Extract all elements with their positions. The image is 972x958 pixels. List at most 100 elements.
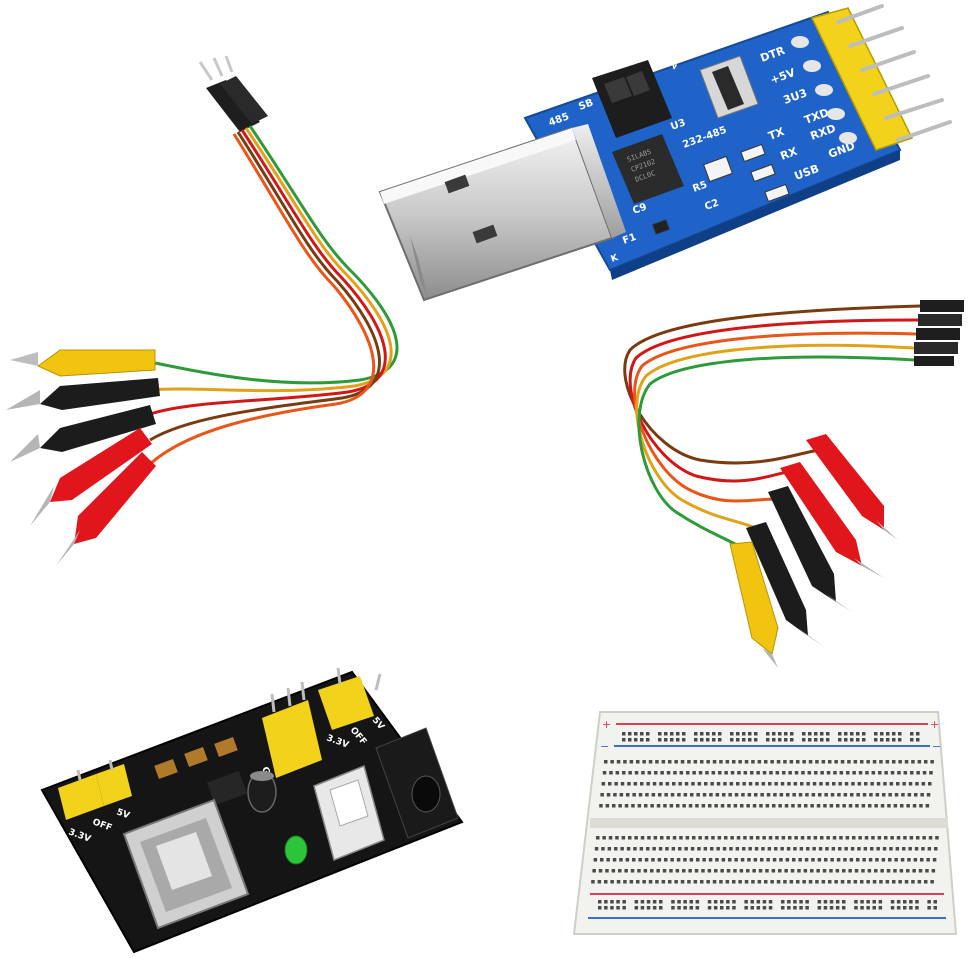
breadboard-hole bbox=[751, 880, 755, 884]
breadboard-hole bbox=[900, 858, 905, 862]
breadboard-hole bbox=[623, 880, 627, 884]
clip-red-2 bbox=[74, 452, 156, 544]
breadboard-hole bbox=[866, 760, 870, 764]
breadboard-hole bbox=[894, 858, 898, 862]
breadboard-hole bbox=[840, 760, 845, 764]
breadboard-hole bbox=[610, 760, 614, 764]
rail-plus-top: + bbox=[602, 718, 611, 731]
breadboard-hole bbox=[701, 804, 706, 808]
silk-rx: RX bbox=[779, 145, 800, 163]
breadboard-hole bbox=[751, 760, 755, 764]
breadboard-hole bbox=[650, 804, 654, 808]
breadboard-hole bbox=[713, 906, 718, 910]
breadboard-hole bbox=[730, 738, 734, 742]
breadboard-hole bbox=[796, 880, 800, 884]
breadboard-hole bbox=[612, 804, 616, 808]
breadboard-hole bbox=[925, 869, 929, 873]
breadboard-hole bbox=[736, 836, 741, 840]
breadboard-hole bbox=[724, 836, 728, 840]
breadboard-hole bbox=[928, 782, 932, 786]
breadboard-hole bbox=[838, 847, 842, 851]
breadboard-hole bbox=[774, 782, 778, 786]
breadboard-hole bbox=[864, 836, 869, 840]
usb-a-port bbox=[122, 798, 250, 930]
breadboard-hole bbox=[659, 900, 663, 904]
breadboard-hole bbox=[863, 847, 868, 851]
breadboard-hole bbox=[929, 771, 933, 775]
breadboard-hole bbox=[744, 760, 749, 764]
silk-u3: U3 bbox=[669, 117, 687, 133]
breadboard-hole bbox=[825, 847, 829, 851]
breadboard-hole bbox=[717, 836, 722, 840]
breadboard-hole bbox=[619, 793, 624, 797]
breadboard-hole bbox=[802, 732, 806, 736]
breadboard-hole bbox=[789, 880, 794, 884]
breadboard-hole bbox=[881, 858, 886, 862]
breadboard-hole bbox=[638, 793, 643, 797]
breadboard-hole bbox=[811, 858, 815, 862]
breadboard-hole bbox=[665, 847, 669, 851]
breadboard-hole bbox=[644, 804, 648, 808]
breadboard-hole bbox=[626, 793, 630, 797]
breadboard-hole bbox=[916, 836, 920, 840]
rail-minus-right: − bbox=[932, 740, 941, 753]
breadboard-hole bbox=[647, 771, 652, 775]
breadboard-hole bbox=[714, 804, 718, 808]
breadboard-hole bbox=[677, 900, 681, 904]
breadboard-hole bbox=[742, 782, 746, 786]
silk-c2: C2 bbox=[703, 198, 720, 213]
breadboard-hole bbox=[725, 880, 730, 884]
breadboard-hole bbox=[768, 782, 772, 786]
breadboard-hole bbox=[893, 804, 898, 808]
breadboard-hole bbox=[732, 900, 736, 904]
usb-serial-module: DTR +5V 3U3 TXD RXD GND SIL bbox=[378, 4, 952, 302]
breadboard-hole bbox=[750, 900, 754, 904]
rail-minus-top: − bbox=[600, 740, 609, 753]
breadboard-hole bbox=[679, 836, 683, 840]
breadboard-hole bbox=[842, 900, 846, 904]
breadboard-hole bbox=[829, 804, 834, 808]
breadboard-hole bbox=[591, 880, 595, 884]
breadboard-hole bbox=[808, 732, 812, 736]
breadboard-hole bbox=[815, 880, 819, 884]
breadboard-hole bbox=[901, 793, 905, 797]
breadboard-hole bbox=[620, 847, 624, 851]
breadboard-hole bbox=[785, 858, 790, 862]
breadboard-hole bbox=[878, 771, 882, 775]
breadboard-hole bbox=[671, 900, 675, 904]
cp2102-chip: SILABS CP2102 DCL0C bbox=[612, 134, 684, 204]
breadboard-hole bbox=[783, 880, 787, 884]
breadboard-hole bbox=[858, 836, 862, 840]
breadboard-hole bbox=[694, 738, 698, 742]
breadboard-hole bbox=[604, 900, 608, 904]
breadboard-hole bbox=[820, 732, 824, 736]
breadboard-hole bbox=[926, 793, 931, 797]
breadboard-hole bbox=[644, 858, 649, 862]
breadboard-hole bbox=[636, 880, 640, 884]
breadboard-hole bbox=[747, 793, 752, 797]
breadboard-hole bbox=[854, 906, 858, 910]
clip-yellow-right bbox=[729, 541, 779, 655]
breadboard-hole bbox=[752, 869, 756, 873]
breadboard-hole bbox=[700, 880, 704, 884]
breadboard-hole bbox=[764, 760, 768, 764]
breadboard-hole bbox=[719, 760, 723, 764]
breadboard-hole bbox=[886, 869, 891, 873]
breadboard-hole bbox=[626, 847, 631, 851]
breadboard-hole bbox=[862, 732, 866, 736]
breadboard-hole bbox=[806, 847, 810, 851]
breadboard-hole bbox=[874, 738, 878, 742]
breadboard-hole bbox=[880, 738, 884, 742]
breadboard-hole bbox=[892, 880, 896, 884]
breadboard-hole bbox=[852, 836, 856, 840]
breadboard-hole bbox=[646, 732, 650, 736]
breadboard-hole bbox=[820, 738, 824, 742]
breadboard-hole bbox=[831, 847, 836, 851]
breadboard-hole bbox=[675, 869, 680, 873]
breadboard-hole bbox=[927, 900, 931, 904]
breadboard-hole bbox=[597, 880, 602, 884]
breadboard-hole bbox=[908, 847, 912, 851]
breadboard-hole bbox=[931, 869, 936, 873]
breadboard-hole bbox=[872, 880, 877, 884]
breadboard-hole bbox=[680, 880, 685, 884]
